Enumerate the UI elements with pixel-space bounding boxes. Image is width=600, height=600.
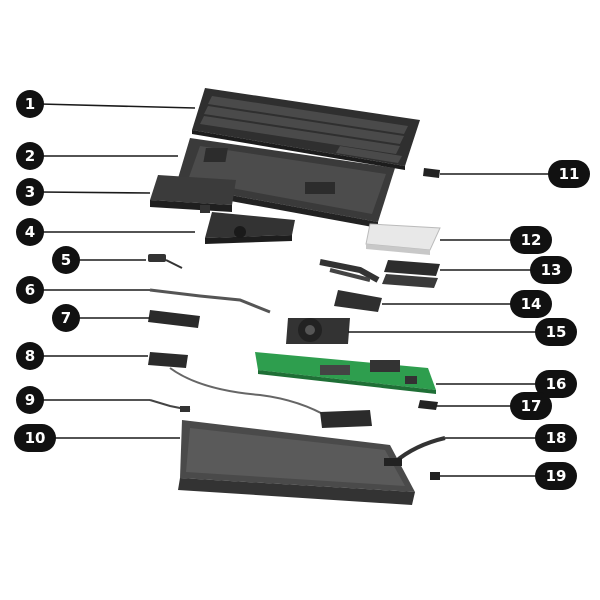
callout-2: 2 [16,142,44,170]
part-antenna-cable [149,399,191,412]
callout-12-label: 12 [521,231,542,249]
callout-5-label: 5 [61,251,71,269]
callout-1-label: 1 [25,95,35,113]
part-top-cover [176,138,395,228]
callout-12: 12 [510,226,552,254]
part-heat-sink [319,259,382,312]
part-system-board [255,352,436,394]
callout-11: 11 [548,160,590,188]
part-small-card [418,400,438,410]
callout-19: 19 [535,462,577,490]
callout-19-label: 19 [546,467,567,485]
part-tiny-bracket [430,472,440,480]
callout-2-label: 2 [25,147,35,165]
callout-8: 8 [16,342,44,370]
callout-3: 3 [16,178,44,206]
part-keyboard [192,88,420,170]
callout-7-label: 7 [61,309,71,327]
callout-17-label: 17 [521,397,542,415]
part-bottom-cover [178,420,415,505]
part-drive-cage [150,175,236,213]
part-speaker-bay [205,212,295,244]
callout-4-label: 4 [25,223,35,241]
callout-4: 4 [16,218,44,246]
callout-15: 15 [535,318,577,346]
callout-6: 6 [16,276,44,304]
part-silver-shield [365,223,441,255]
callout-6-label: 6 [25,281,35,299]
callout-14: 14 [510,290,552,318]
callout-11-label: 11 [559,165,580,183]
part-small-chip [423,168,440,178]
callout-14-label: 14 [521,295,542,313]
part-memory-modules [382,260,440,288]
callout-17: 17 [510,392,552,420]
callout-10-label: 10 [25,429,46,447]
callout-3-label: 3 [25,183,35,201]
part-flex-cable [149,288,271,314]
callout-16: 16 [535,370,577,398]
callout-1: 1 [16,90,44,118]
part-ssd [148,310,200,328]
callout-10: 10 [14,424,56,452]
callout-13-label: 13 [541,261,562,279]
part-speaker-set [148,352,372,428]
callout-18: 18 [535,424,577,452]
callout-15-label: 15 [546,323,567,341]
part-small-antenna [148,254,183,269]
part-fan [286,318,350,344]
callout-9: 9 [16,386,44,414]
callout-7: 7 [52,304,80,332]
callout-8-label: 8 [25,347,35,365]
callout-16-label: 16 [546,375,567,393]
part-power-cable [384,436,446,466]
callout-18-label: 18 [546,429,567,447]
callout-13: 13 [530,256,572,284]
callout-9-label: 9 [25,391,35,409]
callout-5: 5 [52,246,80,274]
leader-lines [39,103,560,477]
